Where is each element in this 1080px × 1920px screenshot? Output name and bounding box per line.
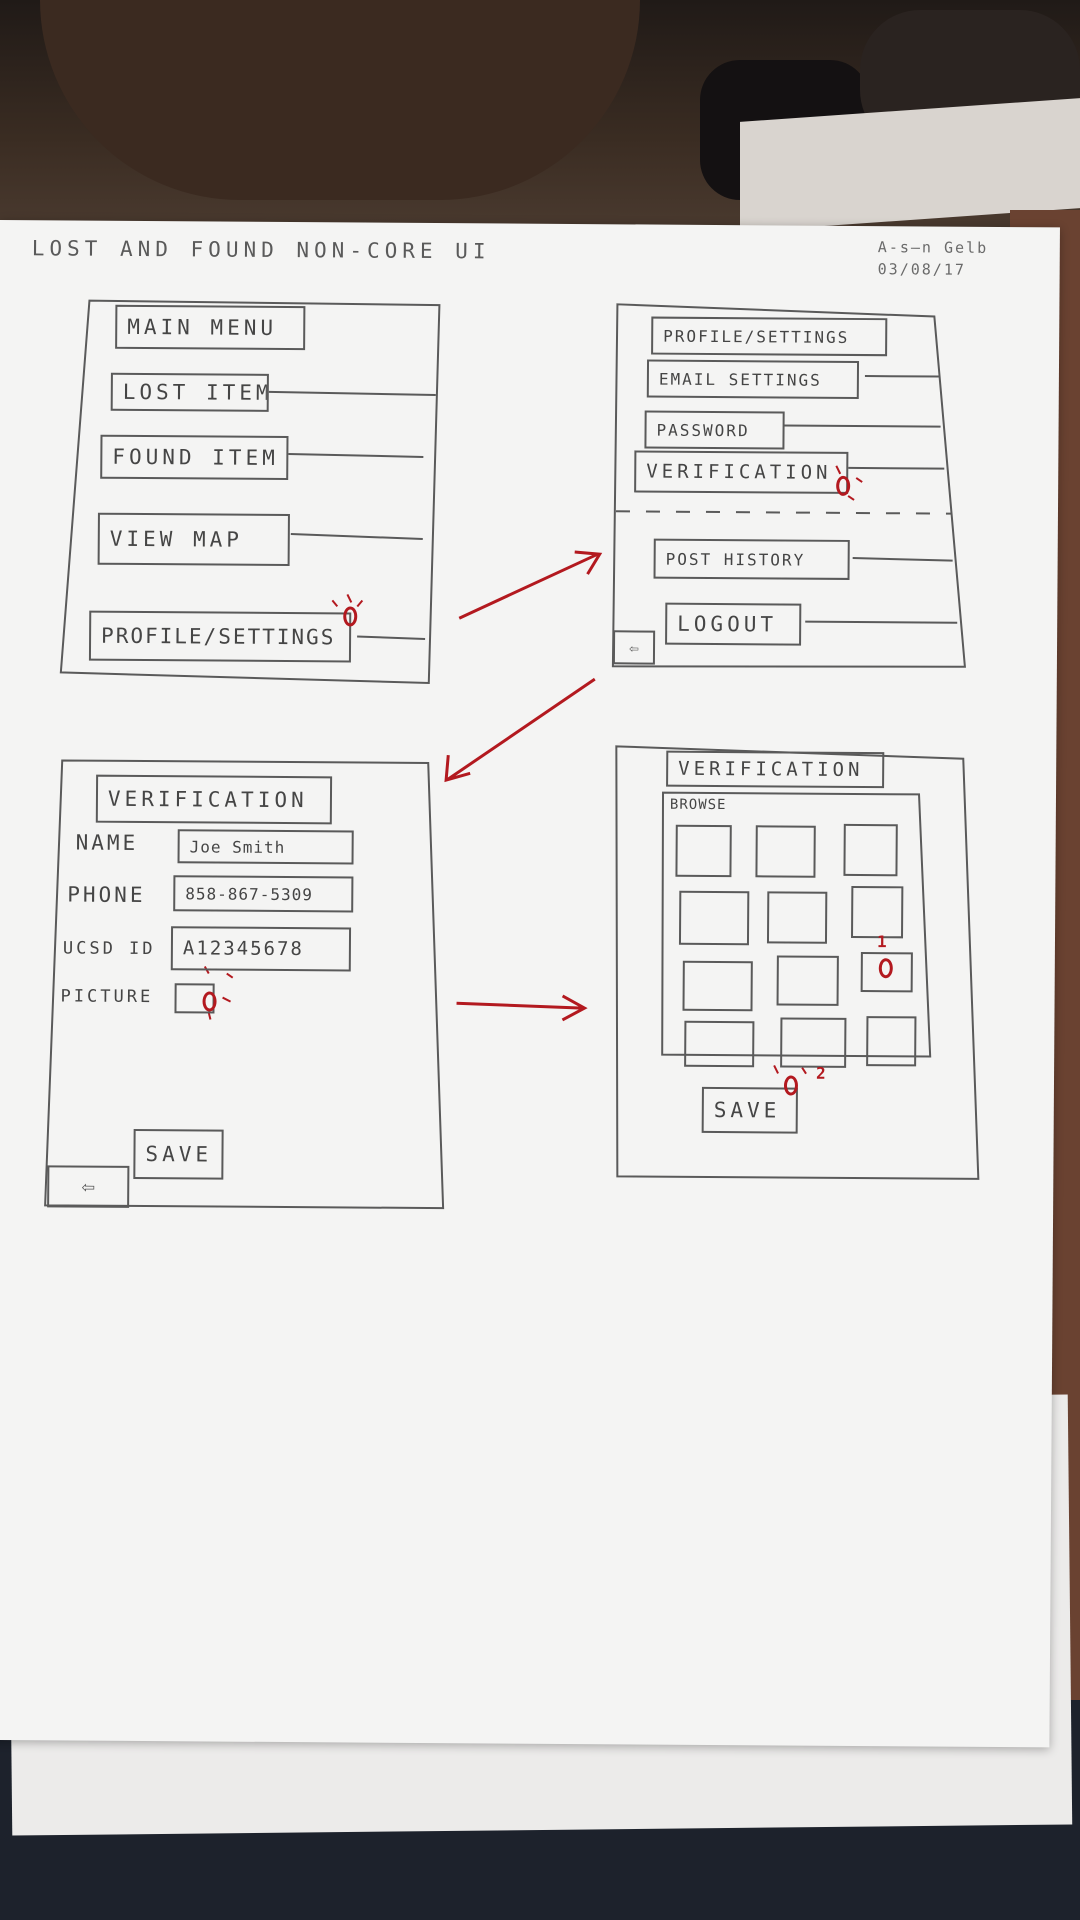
verification-title: VERIFICATION [95,774,333,825]
photo-thumbnail[interactable] [682,960,753,1012]
browse-grid-frame [661,791,932,1058]
photo-thumbnail[interactable] [755,825,816,878]
frame-main-menu [59,299,441,685]
photo-thumbnail[interactable] [843,823,898,877]
arrow-left-icon: ⇦ [81,1174,95,1200]
settings-item-email[interactable]: EMAIL SETTINGS [646,359,860,399]
browse-save-button[interactable]: SAVE [701,1086,798,1134]
phone-field[interactable]: 858-867-5309 [173,875,354,913]
settings-item-password[interactable]: PASSWORD [644,410,785,450]
settings-item-post-history[interactable]: POST HISTORY [653,538,850,580]
photo-thumbnail[interactable] [780,1017,847,1068]
arrow-left-icon: ⇦ [629,637,639,657]
flow-arrow-2 [444,677,596,783]
back-button[interactable]: ⇦ [47,1165,130,1208]
menu-item-profile-settings[interactable]: PROFILE/SETTINGS [88,610,352,663]
background-top [0,0,1080,232]
photo-thumbnail[interactable] [866,1016,917,1067]
verification-browse-title: VERIFICATION [666,750,885,789]
tap-marker-icon [343,606,358,627]
field-label-phone: PHONE [67,882,146,908]
field-label-ucsd-id: UCSD ID [62,938,156,960]
photo-thumbnail[interactable] [851,885,904,939]
save-button[interactable]: SAVE [133,1128,224,1180]
frame-verification-browse [615,745,980,1180]
photo-thumbnail[interactable] [776,955,839,1006]
tap-marker-icon [202,991,217,1012]
photo-thumbnail[interactable] [684,1020,755,1068]
menu-item-found-item[interactable]: FOUND ITEM [100,434,289,481]
name-field[interactable]: Joe Smith [177,829,354,865]
field-label-name: NAME [75,830,139,855]
frame-profile-settings [611,303,966,668]
photo-thumbnail[interactable] [678,890,750,946]
step-number: 2 [815,1063,826,1083]
settings-item-verification[interactable]: VERIFICATION [634,450,849,494]
step-number: 1 [876,932,887,952]
menu-item-view-map[interactable]: VIEW MAP [97,512,290,567]
back-button[interactable]: ⇦ [612,630,656,665]
menu-item-lost-item[interactable]: LOST ITEM [110,372,269,412]
profile-settings-title: PROFILE/SETTINGS [651,316,888,357]
field-label-picture: PICTURE [60,986,154,1008]
flow-arrow-1 [458,550,603,620]
tap-marker-icon [878,958,893,979]
photo-thumbnail[interactable] [766,891,828,944]
main-menu-title: MAIN MENU [115,304,306,351]
browse-label: BROWSE [669,796,727,814]
sketch-paper: LOST AND FOUND NON-CORE UI A-s—n Gelb 03… [0,220,1060,1748]
tap-marker-icon [836,475,851,496]
sketch-lines [44,299,980,1210]
flow-arrow-3 [456,994,588,1022]
settings-item-logout[interactable]: LOGOUT [665,602,802,646]
photo-thumbnail[interactable] [675,824,732,878]
frame-verification-form [44,759,445,1210]
ucsd-id-field[interactable]: A12345678 [170,926,352,972]
tap-marker-icon [783,1075,799,1096]
